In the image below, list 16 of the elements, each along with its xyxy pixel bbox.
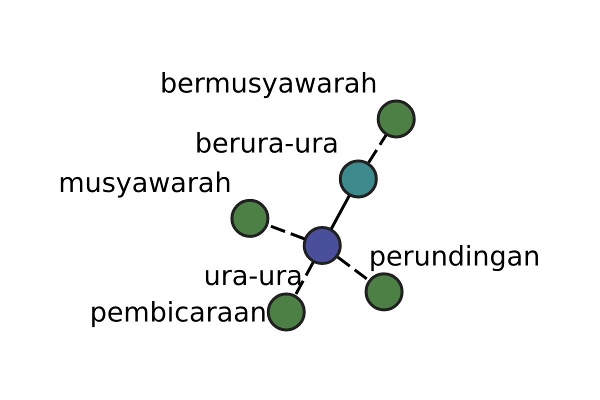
- node-circle: [266, 292, 306, 331]
- node-circle: [230, 198, 269, 238]
- node-circle: [376, 99, 416, 138]
- connector: [293, 261, 314, 296]
- connector: [366, 134, 387, 163]
- connector: [336, 256, 370, 282]
- node-label: perundingan: [368, 240, 540, 272]
- node-circle: [364, 272, 404, 311]
- node-label: musyawarah: [58, 168, 232, 198]
- connector: [330, 194, 350, 229]
- node-label: pembicaraan: [89, 297, 266, 328]
- node-circle: [302, 226, 342, 265]
- node-label: ura-ura: [203, 260, 302, 292]
- node-label: bermusyawarah: [160, 68, 378, 100]
- node-label: berura-ura: [194, 128, 338, 160]
- node-circle: [338, 158, 378, 198]
